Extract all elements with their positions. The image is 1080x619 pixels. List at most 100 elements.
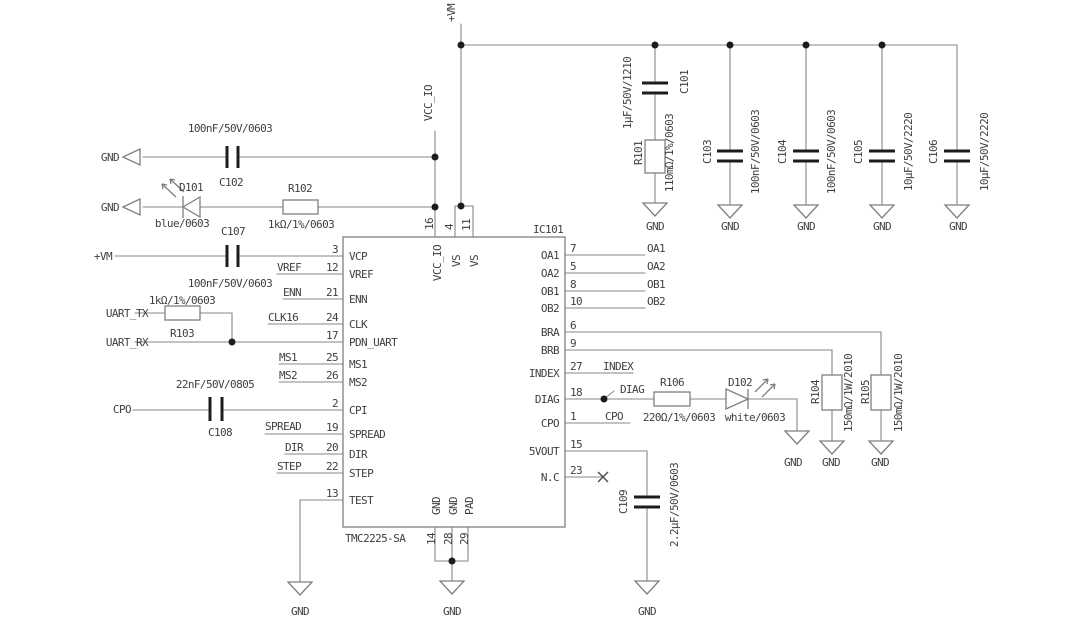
pin-number: 14 [425,532,438,545]
net-label-ob1: OB1 [647,278,665,291]
pin-number: 6 [570,319,576,332]
pin-name: MS2 [349,376,367,389]
gnd-label: GND [291,605,309,618]
label-r106-value: 220Ω/1%/0603 [643,411,715,424]
pin-name: OA1 [541,249,559,262]
resistor-r106 [653,391,691,407]
uart-rx-label: UART_RX [106,336,149,349]
label-r105-ref: R105 [859,380,872,404]
junction-dot [228,338,236,346]
pin-name: SPREAD [349,428,385,441]
gnd-symbol [783,430,811,445]
pin-number: 23 [570,464,582,477]
label-c103-ref: C103 [701,140,714,164]
cpo-terminal-label: CPO [113,403,131,416]
pin-number: 21 [326,286,338,299]
label-d102-value: white/0603 [725,411,785,424]
junction-dot [878,41,886,49]
label-c104-ref: C104 [776,139,789,164]
capacitor-c103 [717,149,743,163]
label-c108-value: 22nF/50V/0805 [176,378,254,391]
gnd-label: GND [949,220,967,233]
pin-number: 26 [326,369,338,382]
pin-number: 25 [326,351,338,364]
pin-name: VCP [349,250,368,263]
net-label-step: STEP [277,460,302,473]
net-label-oa1: OA1 [647,242,665,255]
no-connect-x [597,471,609,483]
label-c109-ref: C109 [617,490,630,514]
wire [299,499,344,583]
gnd-label: GND [646,220,664,233]
resistor-r103 [164,305,201,321]
junction-dot [802,41,810,49]
capacitor-c104 [793,149,819,163]
label-r103-value: 1kΩ/1%/0603 [149,294,215,307]
gnd-label: GND [638,605,656,618]
pin-number: 11 [460,219,473,231]
label-c102-value: 100nF/50V/0603 [188,122,272,135]
gnd-label: GND [822,456,840,469]
label-c105-value: 10µF/50V/2220 [902,113,915,191]
pin-number: 17 [326,329,338,342]
gnd-symbol [286,581,314,596]
pin-number: 7 [570,242,576,255]
pin-name: MS1 [349,358,367,371]
junction-dot [457,202,465,210]
gnd-terminal [121,197,141,217]
junction-dot [600,395,608,403]
resistor-r104 [821,374,843,411]
pin-number: 2 [332,397,338,410]
pin-name: STEP [349,467,374,480]
junction-dot [651,41,659,49]
gnd-terminal-label: GND [101,151,119,164]
label-r105-value: 150mΩ/1W/2010 [892,354,905,432]
label-d101-ref: D101 [179,181,203,194]
pin-number: 13 [326,487,338,500]
pin-name: CPO [541,417,559,430]
pin-number: 3 [332,243,338,256]
pin-name: OB2 [541,302,559,315]
gnd-symbol [867,440,895,455]
pin-name: PDN_UART [349,336,398,349]
pin-name: CPI [349,404,367,417]
gnd-label: GND [443,605,461,618]
net-label-clk16: CLK16 [268,311,298,324]
pin-name: BRB [541,344,560,357]
capacitor-c102 [225,146,240,168]
net-label-ob2: OB2 [647,295,665,308]
gnd-symbol [792,204,820,219]
vm-top-label: +VM [445,3,458,22]
net-label-index: INDEX [603,360,634,373]
net-label-ms2: MS2 [279,369,297,382]
vm-terminal-label: +VM [94,250,113,263]
gnd-terminal [121,147,141,167]
label-c102-ref: C102 [219,176,243,189]
pin-number: 19 [326,421,338,434]
pin-number: 28 [442,533,455,545]
label-r102-ref: R102 [288,182,312,195]
pin-name: VS [450,255,463,267]
wire [747,398,798,432]
junction-dot [431,153,439,161]
pin-name: TEST [349,494,374,507]
net-label-vref: VREF [277,261,301,274]
label-c106-value: 10µF/50V/2220 [978,113,991,191]
junction-dots [228,41,886,565]
pin-name: ENN [349,293,367,306]
capacitor-c109 [634,495,660,509]
gnd-symbol [818,440,846,455]
gnd-label: GND [721,220,739,233]
net-label-spread: SPREAD [265,420,301,433]
label-c104-value: 100nF/50V/0603 [825,110,838,194]
junction-dot [726,41,734,49]
pin-number: 22 [326,460,338,473]
pin-name: DIR [349,448,368,461]
net-label-enn: ENN [283,286,301,299]
label-r104-ref: R104 [809,379,822,404]
pin-name: DIAG [535,393,559,406]
label-c101-value: 1µF/50V/1210 [621,57,634,129]
pin-number: 16 [423,218,436,230]
pin-name: OB1 [541,285,559,298]
